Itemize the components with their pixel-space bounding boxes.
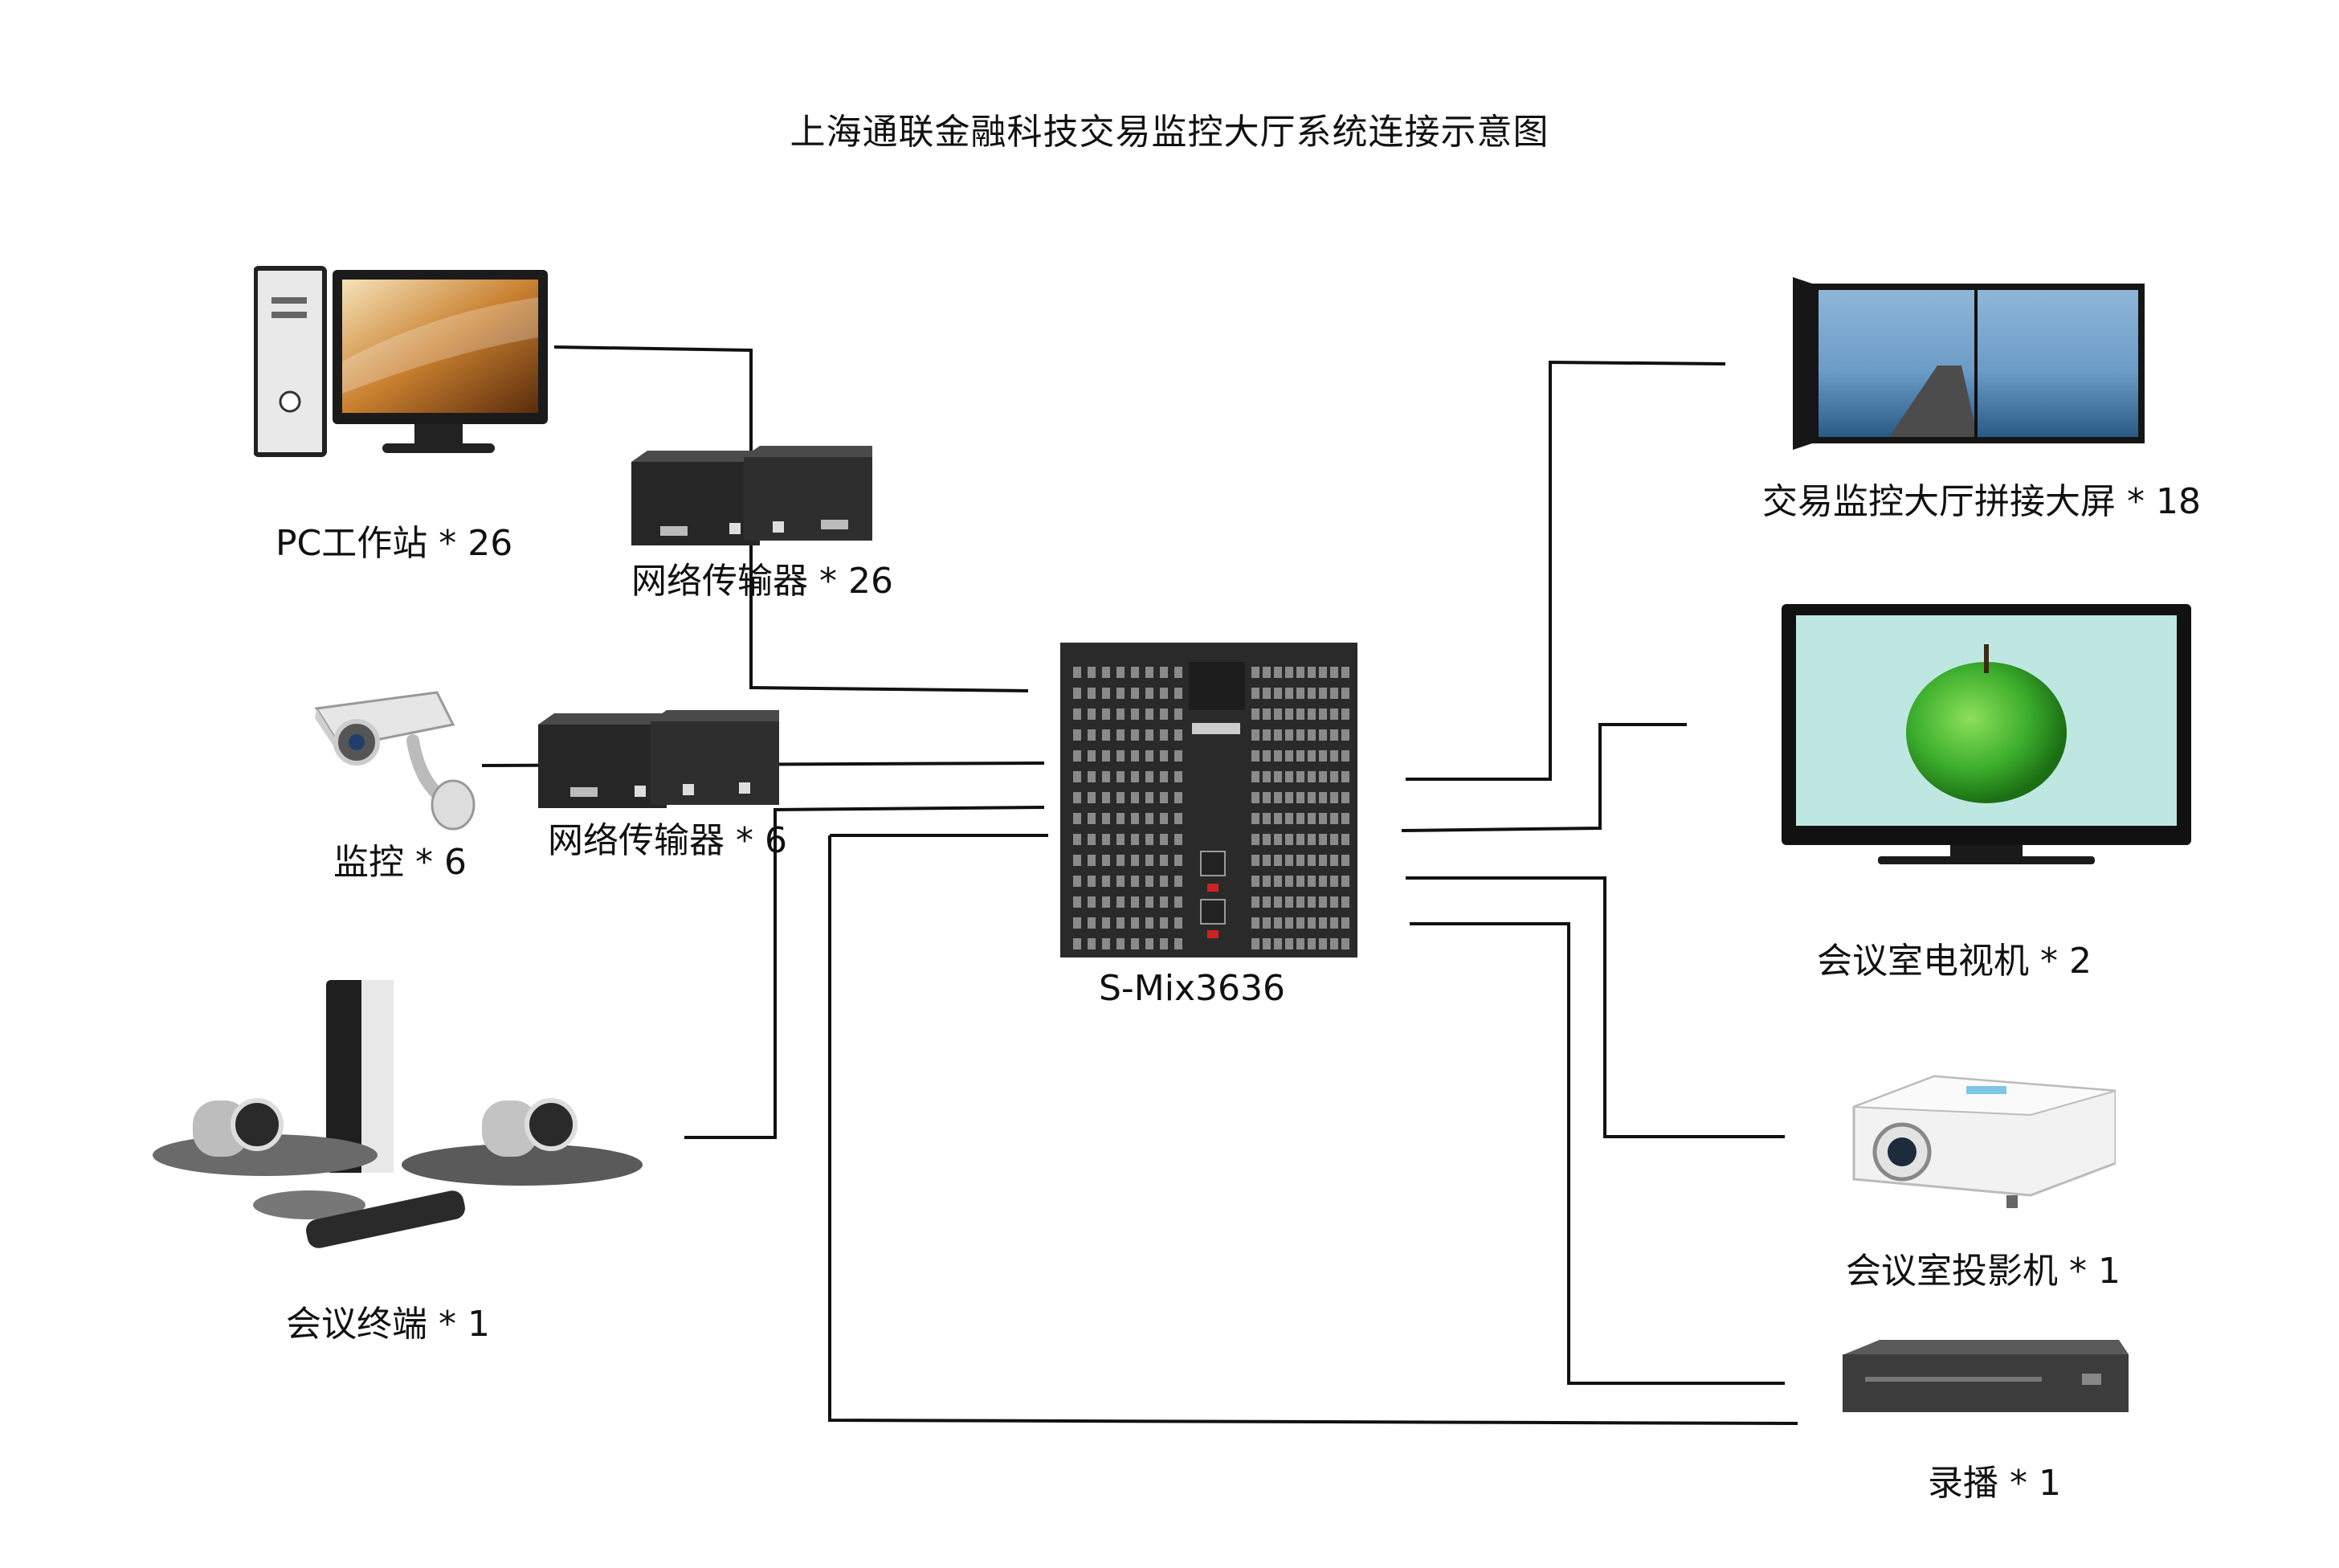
network-extender-icon bbox=[631, 446, 872, 550]
video-conference-terminal-icon bbox=[120, 972, 651, 1261]
line-matrix-to-tv bbox=[1401, 723, 1687, 832]
network-extender-icon bbox=[538, 708, 779, 813]
matrix-label: S-Mix3636 bbox=[1099, 968, 1286, 1009]
line-matrix-to-projector bbox=[1406, 876, 1785, 1138]
line-conference-to-matrix bbox=[684, 806, 1045, 1139]
pc-label: PC工作站 * 26 bbox=[276, 523, 513, 564]
line-matrix-to-videowall bbox=[1406, 360, 1726, 781]
video-wall-icon bbox=[1793, 277, 2146, 450]
conference-label: 会议终端 * 1 bbox=[286, 1304, 490, 1345]
extender-1-label: 网络传输器 * 26 bbox=[631, 561, 893, 602]
matrix-switcher-icon bbox=[1060, 643, 1357, 958]
recorder-icon bbox=[1833, 1340, 2130, 1419]
line-matrix-to-recorder bbox=[1410, 922, 1785, 1385]
camera-label: 监控 * 6 bbox=[333, 842, 467, 883]
diagram-title: 上海通联金融科技交易监控大厅系统连接示意图 bbox=[790, 112, 1549, 153]
projector-icon bbox=[1846, 1075, 2116, 1211]
extender-2-label: 网络传输器 * 6 bbox=[548, 820, 787, 861]
recorder-label: 录播 * 1 bbox=[1928, 1463, 2061, 1504]
videowall-label: 交易监控大厅拼接大屏 * 18 bbox=[1762, 481, 2201, 522]
tv-icon bbox=[1782, 604, 2191, 869]
security-camera-icon bbox=[300, 684, 477, 833]
line-recorder-bottom bbox=[828, 835, 1798, 1425]
pc-workstation-icon bbox=[254, 265, 551, 466]
tv-label: 会议室电视机 * 2 bbox=[1817, 941, 2092, 982]
projector-label: 会议室投影机 * 1 bbox=[1846, 1251, 2121, 1292]
